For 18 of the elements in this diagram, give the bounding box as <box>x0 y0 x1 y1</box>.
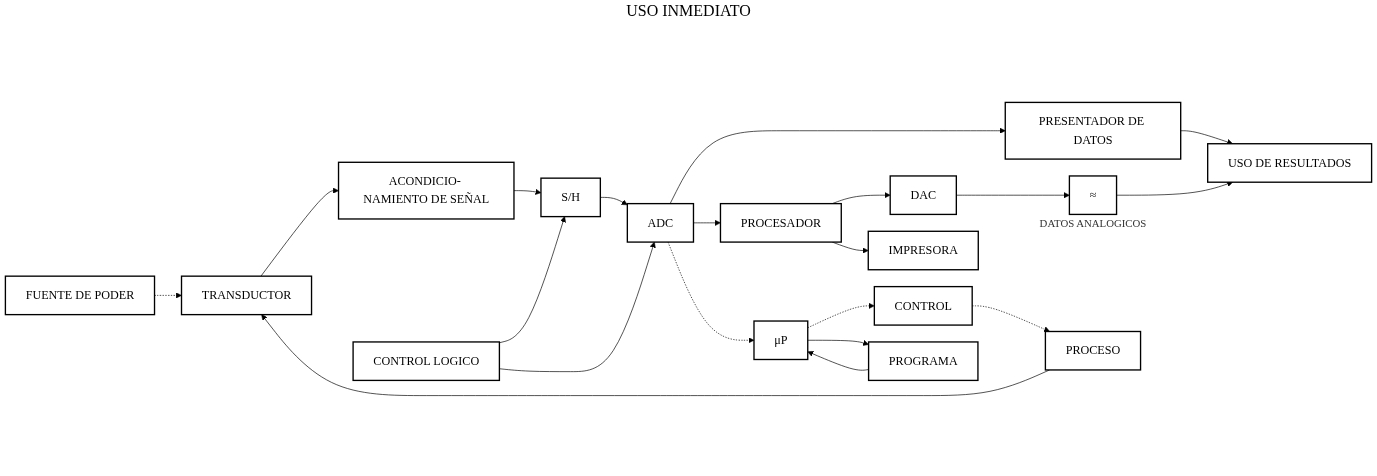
node-box: DAC <box>889 175 957 216</box>
node-box: USO DE RESULTADOS <box>1207 143 1373 183</box>
node-box: IMPRESORA <box>867 230 979 271</box>
note-text: USO INMEDIATO <box>626 2 751 19</box>
node-box: FUENTE DE PODER <box>4 275 156 316</box>
node-box: TRANSDUCTOR <box>180 275 313 316</box>
node-box: CONTROL <box>873 285 973 326</box>
node-box: CONTROL LOGICO <box>352 341 501 382</box>
node-box: PROCESO <box>1044 330 1142 371</box>
node-box: μP <box>753 320 809 361</box>
node-box: PRESENTADOR DE DATOS <box>1004 101 1182 160</box>
node-box: ACONDICIO- NAMIENTO DE SEÑAL <box>337 161 515 220</box>
node-box: S/H <box>540 177 602 218</box>
node-box: ADC <box>626 202 695 243</box>
node-box: PROGRAMA <box>867 341 979 382</box>
node-box: PROCESADOR <box>719 202 842 243</box>
node-caption: DATOS ANALOGICOS <box>1039 216 1147 229</box>
node-box: ≈ <box>1068 175 1118 216</box>
